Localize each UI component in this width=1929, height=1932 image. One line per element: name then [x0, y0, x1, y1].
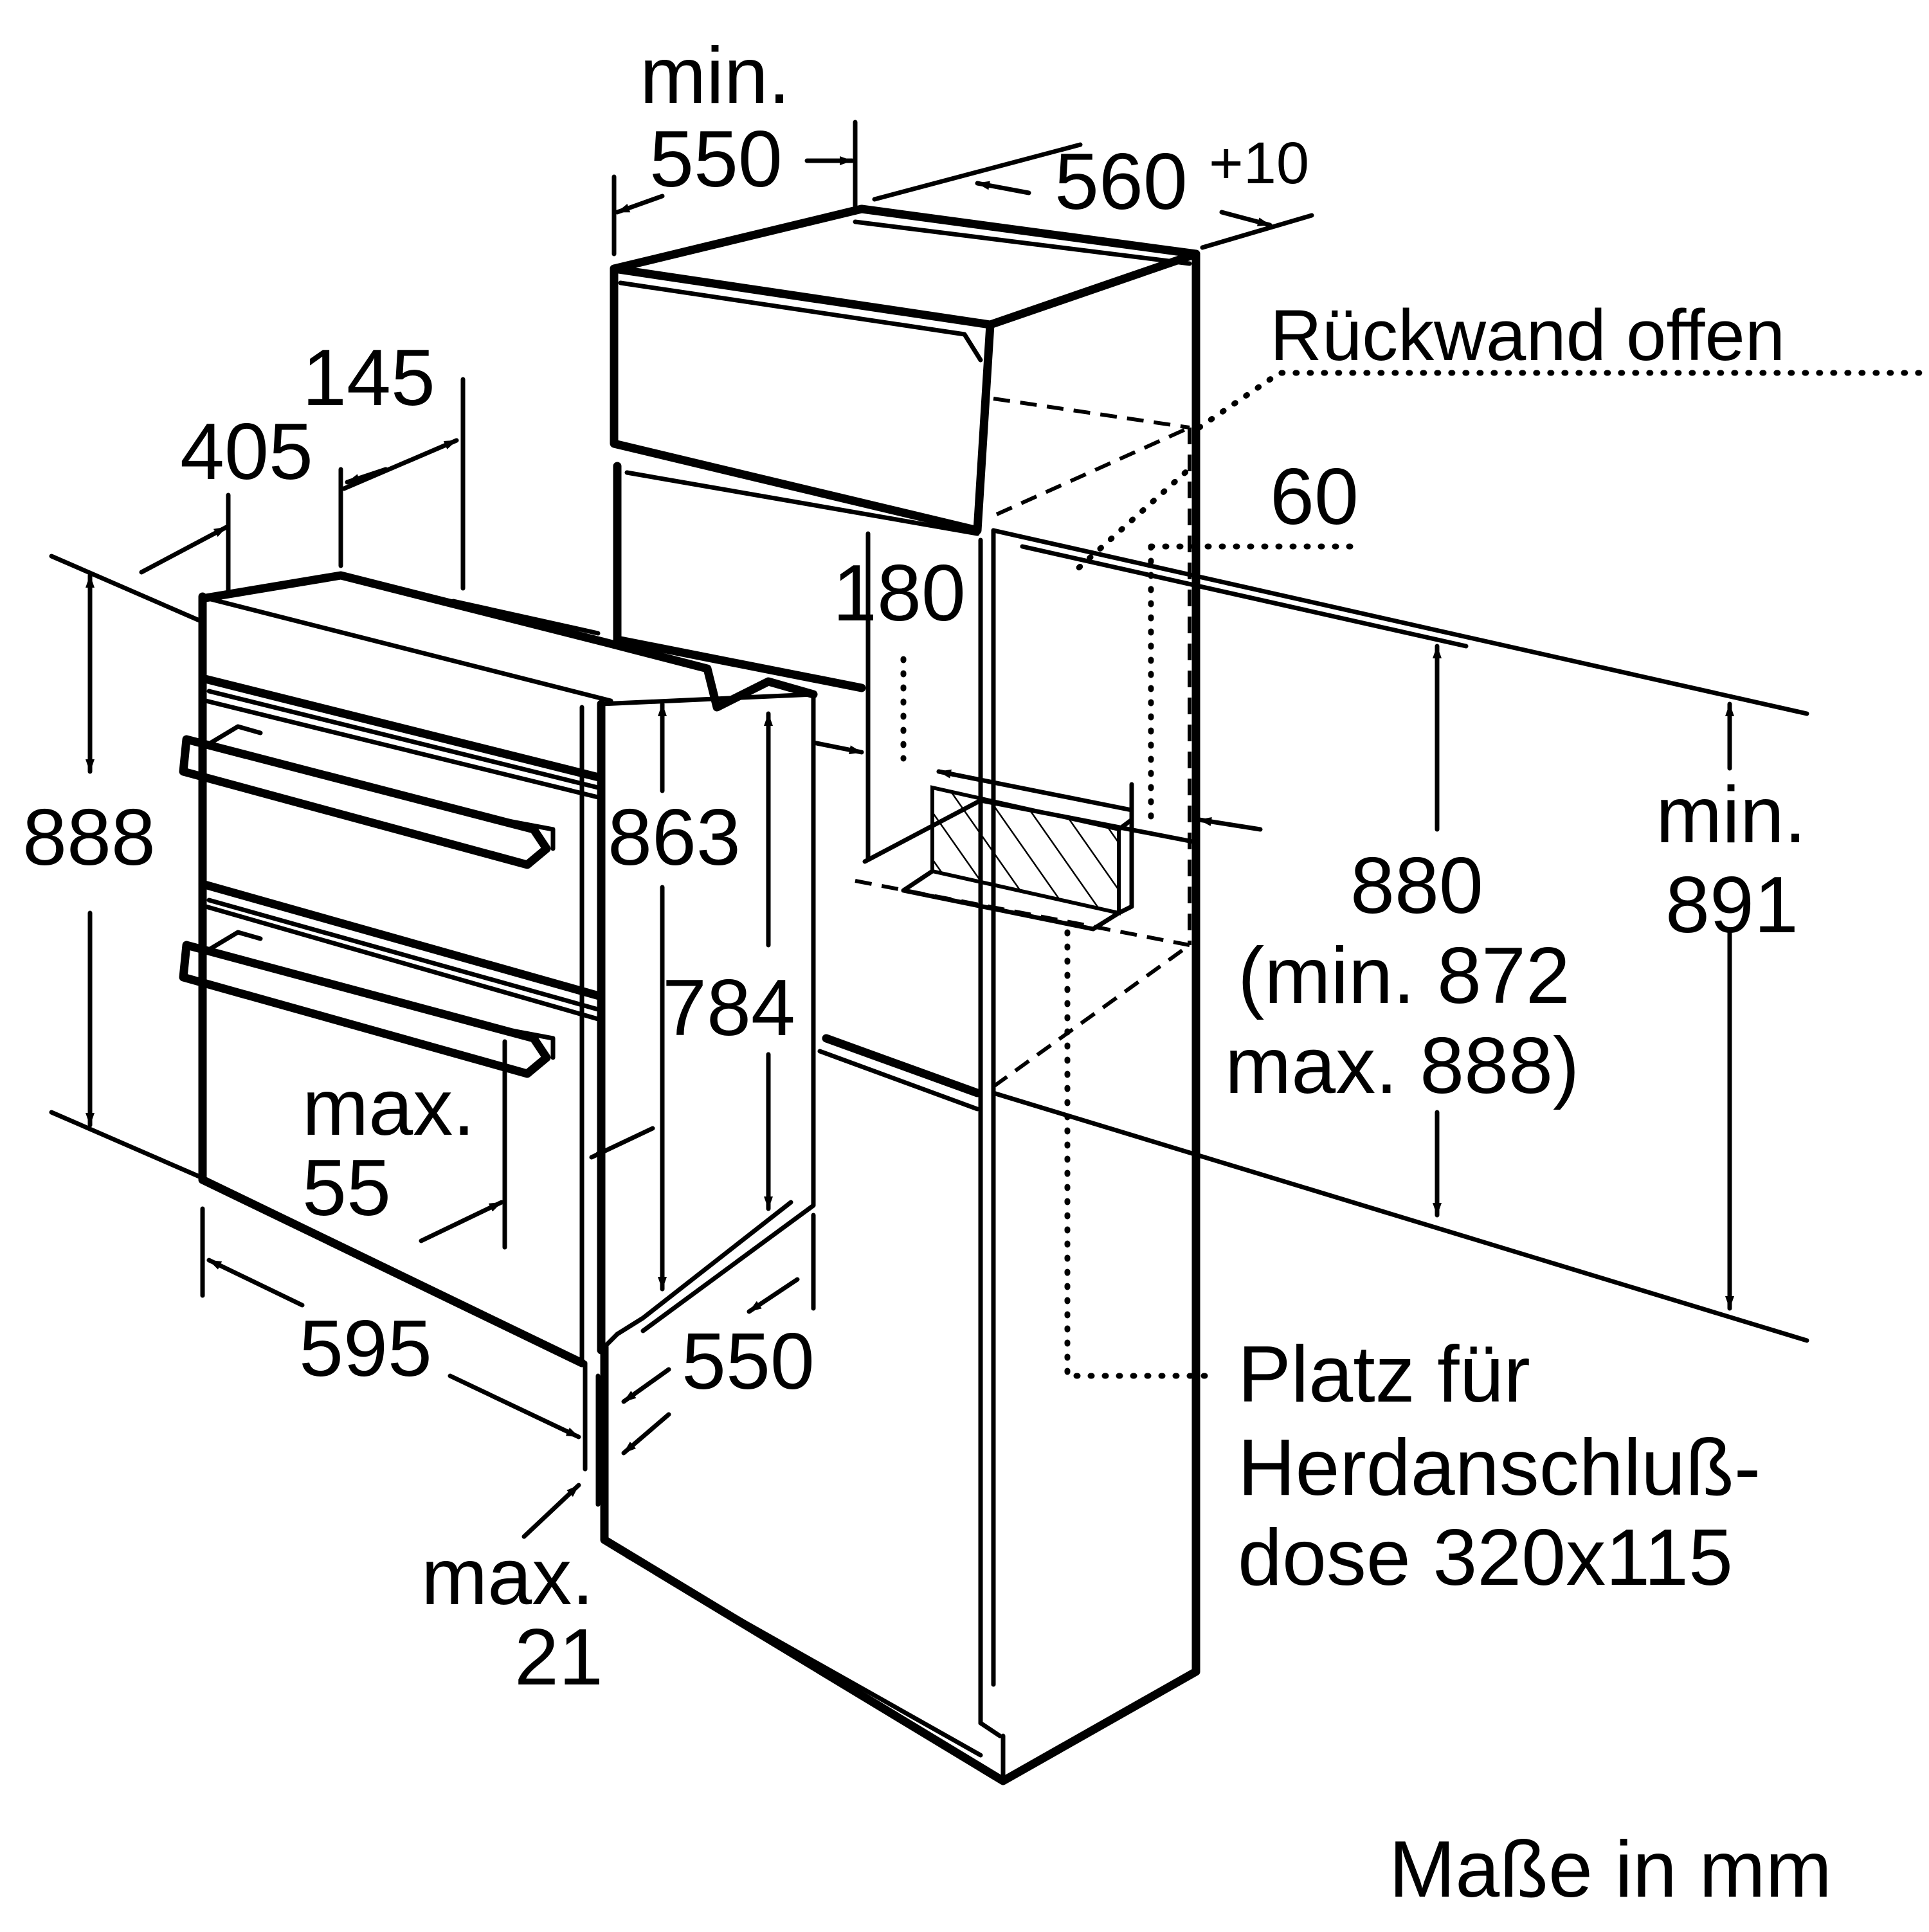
label-handle-value: 55: [302, 1144, 391, 1232]
label-top-405: 405: [180, 408, 313, 496]
dimension-labels: min. 550 560 +10 Rückwand offen 60 180 1…: [23, 32, 1832, 1914]
label-niche-depth-value: 550: [649, 115, 783, 204]
label-niche-height-max: max. 888): [1225, 1022, 1579, 1110]
label-top-145: 145: [302, 334, 435, 422]
label-socket-line3: dose 320x115: [1238, 1513, 1733, 1602]
label-cable-height: 180: [833, 549, 966, 638]
oven: [179, 571, 818, 1368]
label-niche-depth-min: min.: [640, 32, 790, 120]
label-niche-width: 560: [1055, 138, 1188, 226]
socket-box: [901, 785, 1134, 932]
label-niche-height: 880: [1350, 842, 1483, 930]
label-niche-width-tolerance: +10: [1209, 131, 1309, 196]
label-niche-height-min: (min. 872: [1238, 932, 1570, 1020]
label-socket-line2: Herdanschluß-: [1238, 1423, 1761, 1512]
label-handle-max: max.: [302, 1063, 475, 1152]
label-inner-height: 784: [662, 964, 795, 1052]
label-back-wall-open: Rückwand offen: [1270, 295, 1785, 375]
service-space-dotted: [900, 370, 1926, 1379]
dimension-lines: [49, 120, 1734, 1539]
label-units: Maße in mm: [1389, 1825, 1832, 1914]
label-front-gap-value: 21: [514, 1613, 603, 1702]
label-front-gap-max: max.: [421, 1533, 594, 1621]
label-socket-line1: Platz für: [1238, 1330, 1530, 1419]
label-oven-depth: 550: [682, 1317, 815, 1406]
label-oven-width: 595: [299, 1305, 432, 1393]
label-total-value: 891: [1665, 861, 1798, 950]
label-body-height: 863: [608, 793, 741, 882]
label-oven-height: 888: [23, 793, 156, 882]
label-total-min: min.: [1656, 771, 1806, 860]
label-vent-gap: 60: [1270, 453, 1359, 541]
